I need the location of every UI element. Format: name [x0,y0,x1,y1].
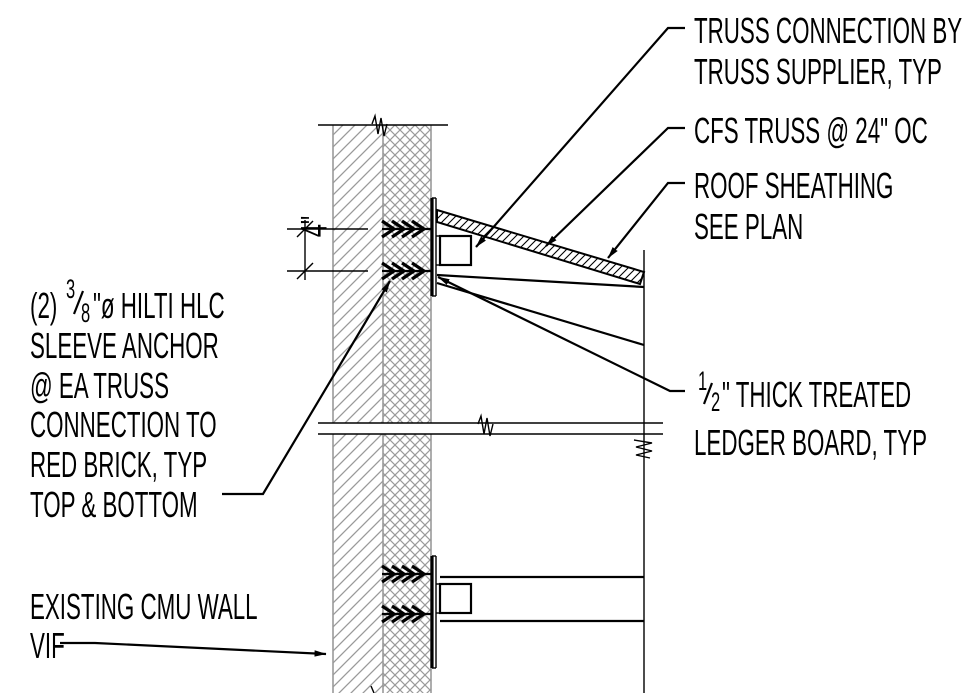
leader-cmu-wall [60,641,327,657]
wall-break-gap [318,423,663,434]
top-ledger-assembly [381,197,646,347]
svg-text:CFS TRUSS @ 24" OC: CFS TRUSS @ 24" OC [694,112,928,152]
dimension-text: 4" [293,216,335,237]
bottom-anchor-1 [381,564,432,584]
break-symbol-right [633,439,653,459]
svg-text:LEDGER BOARD, TYP: LEDGER BOARD, TYP [694,424,927,464]
label-truss-connection: TRUSS CONNECTION BY TRUSS SUPPLIER, TYP [694,12,962,93]
svg-text:CONNECTION TO: CONNECTION TO [30,406,217,446]
anchor-frac-den: 8 [81,298,90,328]
ledger-frac-num: 1 [698,366,707,396]
svg-text:TRUSS SUPPLIER, TYP: TRUSS SUPPLIER, TYP [694,53,942,93]
leader-cfs-truss [545,126,685,247]
leader-ledger-board [437,276,685,393]
svg-text:ROOF SHEATHING: ROOF SHEATHING [694,167,893,207]
wall-top-break [318,113,448,693]
svg-text:"ø HILTI HLC: "ø HILTI HLC [93,287,225,327]
bottom-anchor-2 [381,604,432,624]
svg-text:EXISTING CMU WALL: EXISTING CMU WALL [30,588,258,628]
leaders [60,26,685,657]
svg-text:VIF: VIF [30,627,65,667]
svg-text:TRUSS CONNECTION BY: TRUSS CONNECTION BY [694,12,962,52]
top-anchor-2 [381,261,432,281]
break-symbol-bottom [370,685,375,693]
svg-text:" THICK TREATED: " THICK TREATED [722,376,911,416]
truss-break-line [633,250,653,693]
wall-break-lines [318,413,663,437]
svg-text:SLEEVE ANCHOR: SLEEVE ANCHOR [30,327,219,367]
top-truss-clip [438,234,473,267]
cmu-wall-hatch [333,125,383,693]
leader-roof-sheathing [607,181,685,259]
roof-sheathing [436,208,646,286]
svg-text:@ EA TRUSS: @ EA TRUSS [30,367,169,407]
label-ledger-board: 1 2 " THICK TREATED LEDGER BOARD, TYP [694,366,927,464]
leader-anchor [222,280,391,496]
label-cmu-wall: EXISTING CMU WALL VIF [30,588,258,667]
label-anchor: (2) 3 8 "ø HILTI HLC SLEEVE ANCHOR @ EA … [30,274,225,526]
svg-text:SEE PLAN: SEE PLAN [694,208,803,248]
bottom-ledger-assembly [381,555,644,669]
break-symbol-middle [477,413,494,437]
brick-hatch [383,125,431,693]
svg-text:(2): (2) [30,287,57,327]
label-cfs-truss: CFS TRUSS @ 24" OC [694,112,928,152]
label-roof-sheathing: ROOF SHEATHING SEE PLAN [694,167,893,248]
bottom-truss-clip [438,582,473,615]
anchor-frac-num: 3 [66,274,75,304]
cmu-wall [332,125,384,693]
ledger-frac-den: 2 [711,387,720,417]
svg-text:TOP & BOTTOM: TOP & BOTTOM [30,486,198,526]
top-anchor-1 [381,219,432,239]
svg-text:RED BRICK, TYP: RED BRICK, TYP [30,446,207,486]
leader-truss-connection [475,26,685,248]
break-symbol-top [371,113,388,137]
dimension-4in: 4" [287,216,368,280]
